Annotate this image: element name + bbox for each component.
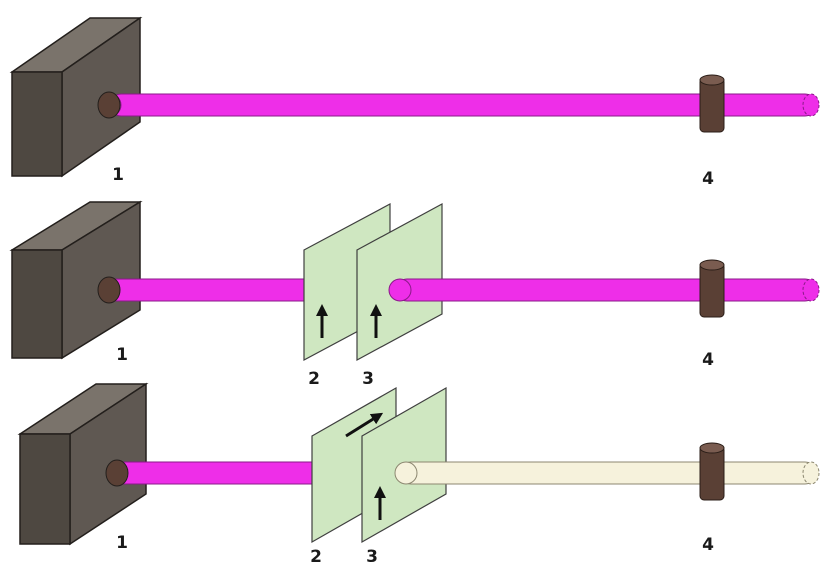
source-port	[97, 276, 121, 304]
source-port	[105, 459, 129, 487]
row-1: 1 4	[9, 16, 820, 189]
detector-label-1: 4	[702, 169, 714, 189]
row-3: 1 2 3 4	[17, 382, 820, 565]
detector-label-2: 4	[702, 350, 714, 370]
source-port	[97, 91, 121, 119]
beam-2-before	[97, 276, 311, 304]
beam-3-before	[105, 459, 315, 487]
beam-2-after	[388, 278, 820, 302]
beam-1	[97, 91, 820, 119]
beam-end	[802, 278, 820, 302]
light-source-3	[17, 382, 149, 546]
source-label-1: 1	[112, 165, 124, 185]
polarizer-label-2b: 3	[362, 369, 374, 389]
polarizer-label-3b: 3	[366, 547, 378, 565]
beam-end	[802, 93, 820, 117]
source-label-3: 1	[116, 533, 128, 553]
detector-collar-3	[699, 442, 725, 501]
polarizer-label-3a: 2	[310, 547, 322, 565]
detector-collar-2	[699, 259, 725, 318]
detector-collar-1	[699, 74, 725, 133]
diagonal-arrow-icon	[345, 412, 384, 438]
source-label-2: 1	[116, 345, 128, 365]
light-source-2	[9, 200, 143, 360]
row-2: 1 2 3 4	[9, 200, 820, 389]
polarizer-label-2a: 2	[308, 369, 320, 389]
beam-3-after	[394, 461, 820, 485]
detector-label-3: 4	[702, 535, 714, 555]
beam-end	[802, 461, 820, 485]
